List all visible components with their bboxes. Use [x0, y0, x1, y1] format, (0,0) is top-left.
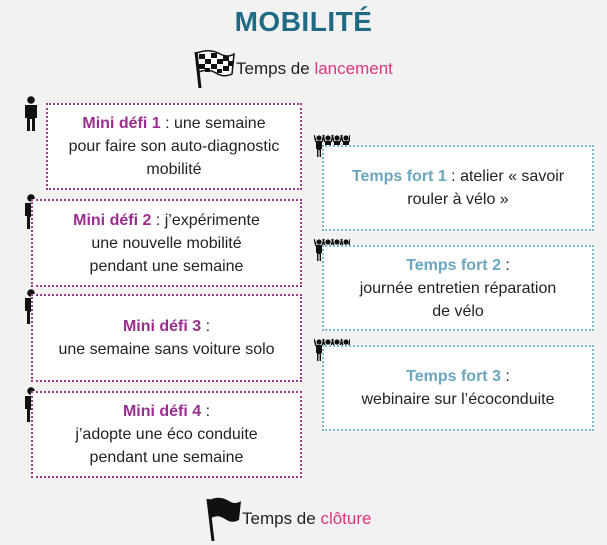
- start-label: Temps de lancement: [236, 59, 393, 79]
- separator: :: [201, 318, 211, 335]
- card-line: mobilité: [146, 161, 202, 178]
- temps-fort-head: Temps fort 1: [351, 168, 447, 185]
- separator: :: [151, 211, 165, 229]
- separator: :: [500, 256, 510, 274]
- card-line: atelier « savoir: [460, 168, 565, 185]
- card-line: j’adopte une éco conduite: [75, 426, 258, 443]
- card-line: pendant une semaine: [89, 449, 244, 466]
- mini-defi-head: Mini défi 2: [73, 211, 152, 229]
- start-highlight: lancement: [314, 59, 393, 78]
- card-line: rouler à vélo »: [407, 191, 509, 208]
- mini-defi-card: Mini défi 2 : j’expérimente une nouvelle…: [31, 199, 302, 287]
- mini-defi-head: Mini défi 1: [82, 115, 161, 132]
- separator: :: [160, 115, 174, 132]
- card-line: journée entretien réparation: [359, 279, 557, 297]
- card-line: pour faire son auto-diagnostic: [68, 138, 280, 155]
- end-highlight: clôture: [320, 509, 372, 528]
- separator: :: [201, 403, 211, 420]
- temps-fort-head: Temps fort 2: [406, 256, 501, 274]
- card-line: webinaire sur l’écoconduite: [361, 391, 555, 408]
- mini-defi-card: Mini défi 1 : une semaine pour faire son…: [46, 103, 302, 190]
- card-line: une semaine: [173, 115, 266, 132]
- mini-defi-head: Mini défi 4: [122, 403, 202, 420]
- checkered-flag-icon: [194, 50, 235, 89]
- mini-defi-card: Mini défi 3 : une semaine sans voiture s…: [31, 294, 302, 382]
- end-prefix: Temps de: [242, 509, 321, 528]
- black-flag-icon: [206, 497, 241, 542]
- mini-defi-card: Mini défi 4 : j’adopte une éco conduite …: [31, 391, 302, 478]
- person-icon: [25, 96, 37, 131]
- temps-fort-card: Temps fort 3 : webinaire sur l’écocondui…: [322, 345, 594, 431]
- card-line: une nouvelle mobilité: [91, 234, 242, 252]
- card-line: pendant une semaine: [89, 257, 244, 275]
- temps-fort-card: Temps fort 1 : atelier « savoir rouler à…: [322, 145, 594, 231]
- start-milestone: Temps de lancement: [190, 48, 393, 90]
- card-line: une semaine sans voiture solo: [58, 341, 275, 358]
- end-milestone: Temps de clôture: [202, 496, 371, 542]
- card-line: j’expérimente: [164, 211, 260, 229]
- card-line: de vélo: [432, 302, 484, 320]
- separator: :: [500, 368, 510, 385]
- end-label: Temps de clôture: [242, 509, 371, 529]
- separator: :: [446, 168, 461, 185]
- start-prefix: Temps de: [236, 59, 315, 78]
- mini-defi-head: Mini défi 3: [122, 318, 202, 335]
- page-title: MOBILITÉ: [234, 6, 373, 37]
- temps-fort-card: Temps fort 2 : journée entretien réparat…: [322, 245, 594, 331]
- temps-fort-head: Temps fort 3: [406, 368, 501, 385]
